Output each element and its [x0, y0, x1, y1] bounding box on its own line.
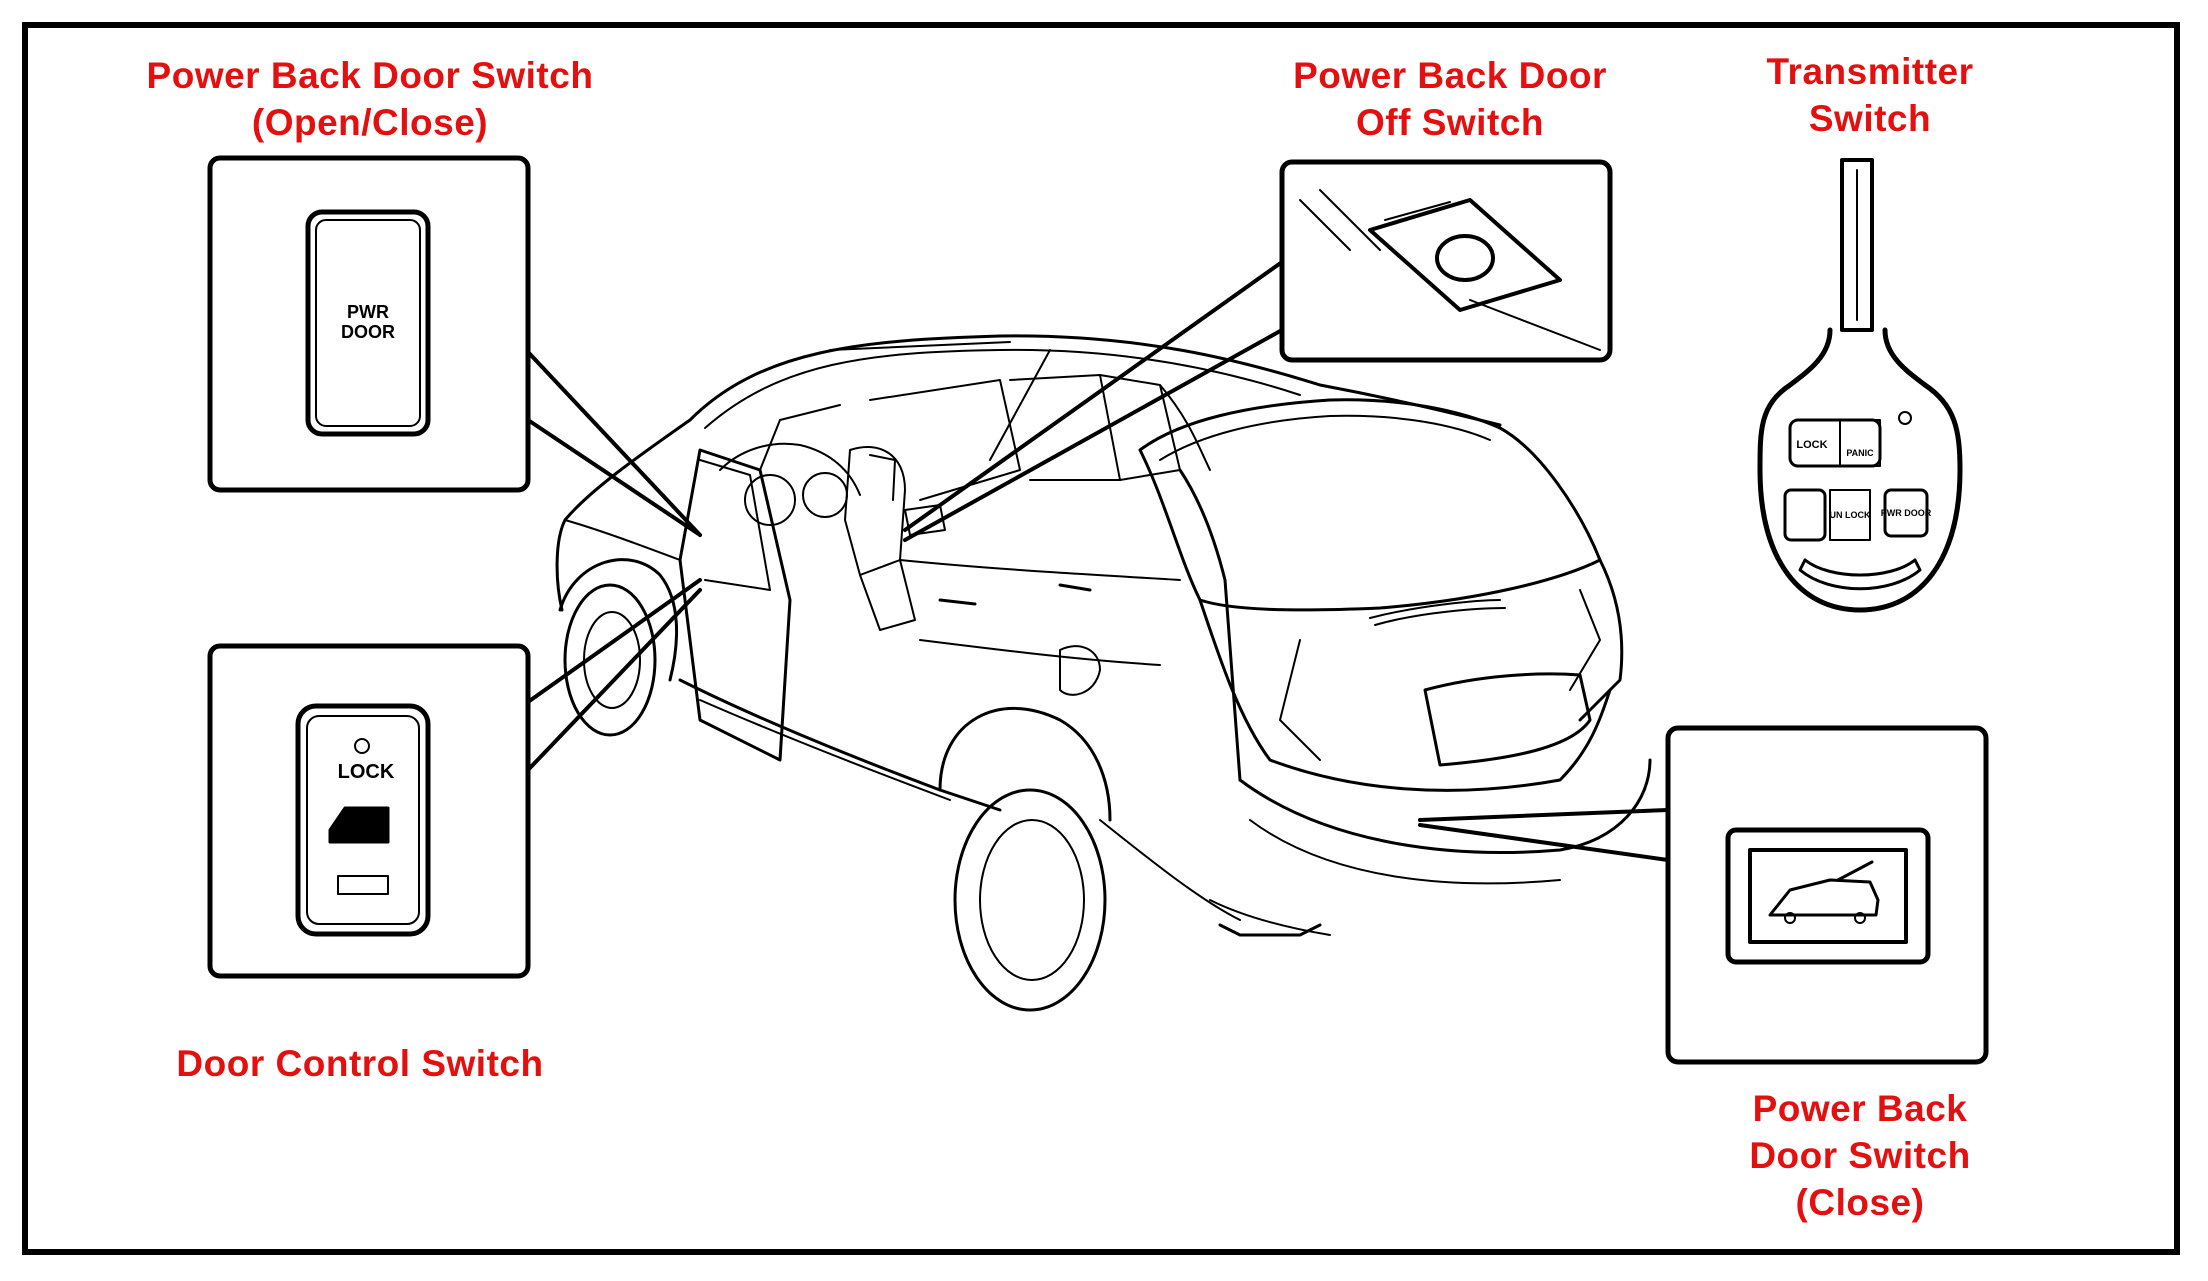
label-pbd-close: Power Back Door Switch (Close) [1660, 1085, 2060, 1226]
label-door-control-line1: Door Control Switch [176, 1043, 544, 1084]
label-pbd-open-close-line2: (Open/Close) [251, 102, 489, 143]
pbd-close-switch-callout [1418, 725, 1989, 1065]
key-pwr-door-text: PWR DOOR [1881, 508, 1932, 518]
vehicle-outline [555, 334, 1652, 1012]
label-pbd-off-line2: Off Switch [1356, 102, 1544, 143]
label-transmitter-line2: Switch [1808, 98, 1932, 139]
key-panic-text: PANIC [1846, 448, 1874, 458]
pwr-door-switch-callout [207, 155, 702, 537]
door-control-switch-callout [207, 578, 702, 979]
diagram-frame [22, 22, 2180, 1255]
key-unlock-text: UN LOCK [1830, 510, 1871, 520]
label-pbd-open-close-line1: Power Back Door Switch [146, 55, 594, 96]
transmitter-key [1757, 158, 1963, 613]
label-transmitter: Transmitter Switch [1720, 48, 2020, 142]
pwr-door-text-line2: DOOR [341, 322, 395, 342]
label-pbd-open-close: Power Back Door Switch (Open/Close) [135, 52, 605, 146]
label-pbd-close-line2: Door Switch [1749, 1135, 1971, 1176]
label-pbd-off: Power Back Door Off Switch [1250, 52, 1650, 146]
lock-label-text: LOCK [338, 761, 395, 783]
label-transmitter-line1: Transmitter [1766, 51, 1974, 92]
label-pbd-off-line1: Power Back Door [1293, 55, 1607, 96]
key-lock-text: LOCK [1796, 439, 1827, 451]
pbd-off-switch-callout [903, 159, 1613, 542]
label-door-control: Door Control Switch [140, 1040, 580, 1087]
label-pbd-close-line3: (Close) [1795, 1182, 1925, 1223]
pwr-door-text-line1: PWR [347, 302, 389, 322]
label-pbd-close-line1: Power Back [1752, 1088, 1968, 1129]
